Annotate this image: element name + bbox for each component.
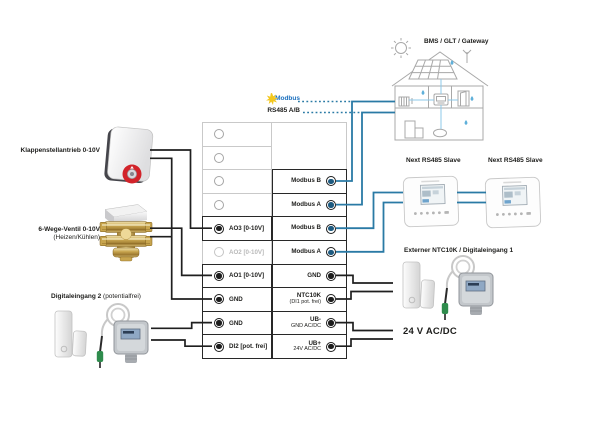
- external-ntc-label: Externer NTC10K / Digitaleingang 1: [404, 247, 514, 254]
- terminal-cell-left-9: GND: [202, 310, 272, 336]
- terminal-cell-left-3: [202, 169, 272, 194]
- terminal-label: NTC10K(DI1 pot. frei): [289, 292, 321, 305]
- terminal-label: Modbus B: [291, 224, 321, 232]
- terminal-contact: [326, 294, 336, 305]
- terminal-cell-right-6: Modbus A: [272, 240, 347, 265]
- terminal-label: Modbus A: [291, 200, 321, 208]
- terminal-contact: [326, 270, 336, 281]
- terminal-label: Modbus A: [291, 248, 321, 256]
- terminal-contact: [214, 223, 224, 234]
- terminal-cell-left-6: AO2 [0-10V]: [202, 240, 272, 265]
- terminal-label: DI2 [pot. frei]: [229, 343, 268, 351]
- terminal-block: Modbus B Modbus A AO3 [0-10V] Modbus B AO2 […: [202, 122, 347, 359]
- terminal-cell-right-8: NTC10K(DI1 pot. frei): [272, 287, 347, 312]
- terminal-cell-right-2: [272, 145, 347, 171]
- slave-1-label: Next RS485 Slave: [406, 157, 461, 164]
- sun-rays: [391, 38, 411, 58]
- terminal-cell-right-3: Modbus B: [272, 169, 347, 194]
- terminal-label: AO1 [0-10V]: [229, 272, 265, 280]
- terminal-cell-left-8: GND: [202, 287, 272, 312]
- door-icon: [457, 90, 470, 107]
- antenna-icon: [462, 49, 472, 63]
- digital-input-2-label: Digitaleingang 2 (potentialfrei): [51, 293, 141, 300]
- radiator-icon: [398, 96, 413, 107]
- terminal-contact: [326, 223, 336, 234]
- house-body: [394, 85, 484, 141]
- rs485-label: RS485 A/B: [267, 107, 300, 114]
- terminal-contact: [214, 200, 224, 211]
- terminal-contact: [326, 247, 336, 258]
- door-contact-icon: [402, 261, 435, 309]
- terminal-cell-right-5: Modbus B: [272, 216, 347, 241]
- dew-sensor-icon: [441, 255, 494, 320]
- digital-input-2-sensors-image: [54, 303, 149, 368]
- terminal-contact: [214, 176, 224, 187]
- terminal-label: AO2 [0-10V]: [229, 248, 265, 256]
- signal-drop-icons: [421, 60, 474, 125]
- terminal-cell-left-7: AO1 [0-10V]: [202, 263, 272, 289]
- terminal-cell-right-7: GND: [272, 263, 347, 289]
- dew-sensor-icon: [96, 303, 149, 368]
- terminal-contact: [214, 341, 224, 352]
- sun-icon: [395, 42, 407, 54]
- terminal-cell-right-1: [272, 122, 347, 147]
- slave-2-label: Next RS485 Slave: [488, 157, 543, 164]
- terminal-label: UB+24V AC/DC: [293, 339, 321, 353]
- terminal-label: UB-GND AC/DC: [291, 316, 321, 329]
- damper-actuator-label: Klappenstellantrieb 0-10V: [20, 147, 100, 154]
- terminal-cell-left-1: [202, 122, 272, 147]
- thermostat-2-image: [484, 176, 542, 229]
- bms-house-illustration: [391, 38, 489, 141]
- terminal-cell-left-2: [202, 145, 272, 171]
- modbus-star-icon: [266, 93, 278, 105]
- terminal-cell-right-9: UB-GND AC/DC: [272, 310, 347, 336]
- power-label: 24 V AC/DC: [403, 326, 457, 337]
- terminal-cell-left-5: AO3 [0-10V]: [202, 216, 272, 241]
- thermostat-1-image: [402, 175, 460, 228]
- terminal-contact: [214, 294, 224, 305]
- terminal-contact: [326, 318, 336, 329]
- terminal-contact: [214, 152, 224, 163]
- bms-label: BMS / GLT / Gateway: [424, 38, 489, 45]
- terminal-label: GND: [229, 295, 243, 303]
- valve-body: [99, 221, 153, 262]
- damper-actuator-image: [104, 126, 154, 184]
- valve-label: 6-Wege-Ventil 0-10V (Heizen/Kühlen): [38, 226, 100, 241]
- terminal-cell-left-4: [202, 192, 272, 218]
- terminal-cell-right-10: UB+24V AC/DC: [272, 334, 347, 359]
- terminal-contact: [326, 176, 336, 187]
- terminal-label: GND: [307, 271, 321, 279]
- house-link-lines: [409, 79, 458, 129]
- six-way-valve-image: [99, 204, 153, 262]
- modbus-logo-label: Modbus: [264, 93, 300, 105]
- furniture-icons: [404, 120, 447, 139]
- solar-panel-icon: [408, 59, 458, 80]
- terminal-contact: [326, 200, 336, 211]
- terminal-cell-right-4: Modbus A: [272, 192, 347, 218]
- ntc10k-sensors-image: [402, 255, 494, 320]
- terminal-label: Modbus B: [291, 177, 321, 185]
- terminal-contact: [214, 270, 224, 281]
- terminal-label: AO3 [0-10V]: [229, 225, 265, 233]
- terminal-cell-left-10: DI2 [pot. frei]: [202, 334, 272, 359]
- terminal-contact: [214, 129, 224, 140]
- terminal-label: GND: [229, 319, 243, 327]
- terminal-contact: [214, 318, 224, 329]
- door-contact-icon: [54, 310, 87, 358]
- terminal-contact: [214, 247, 224, 258]
- terminal-contact: [326, 341, 336, 352]
